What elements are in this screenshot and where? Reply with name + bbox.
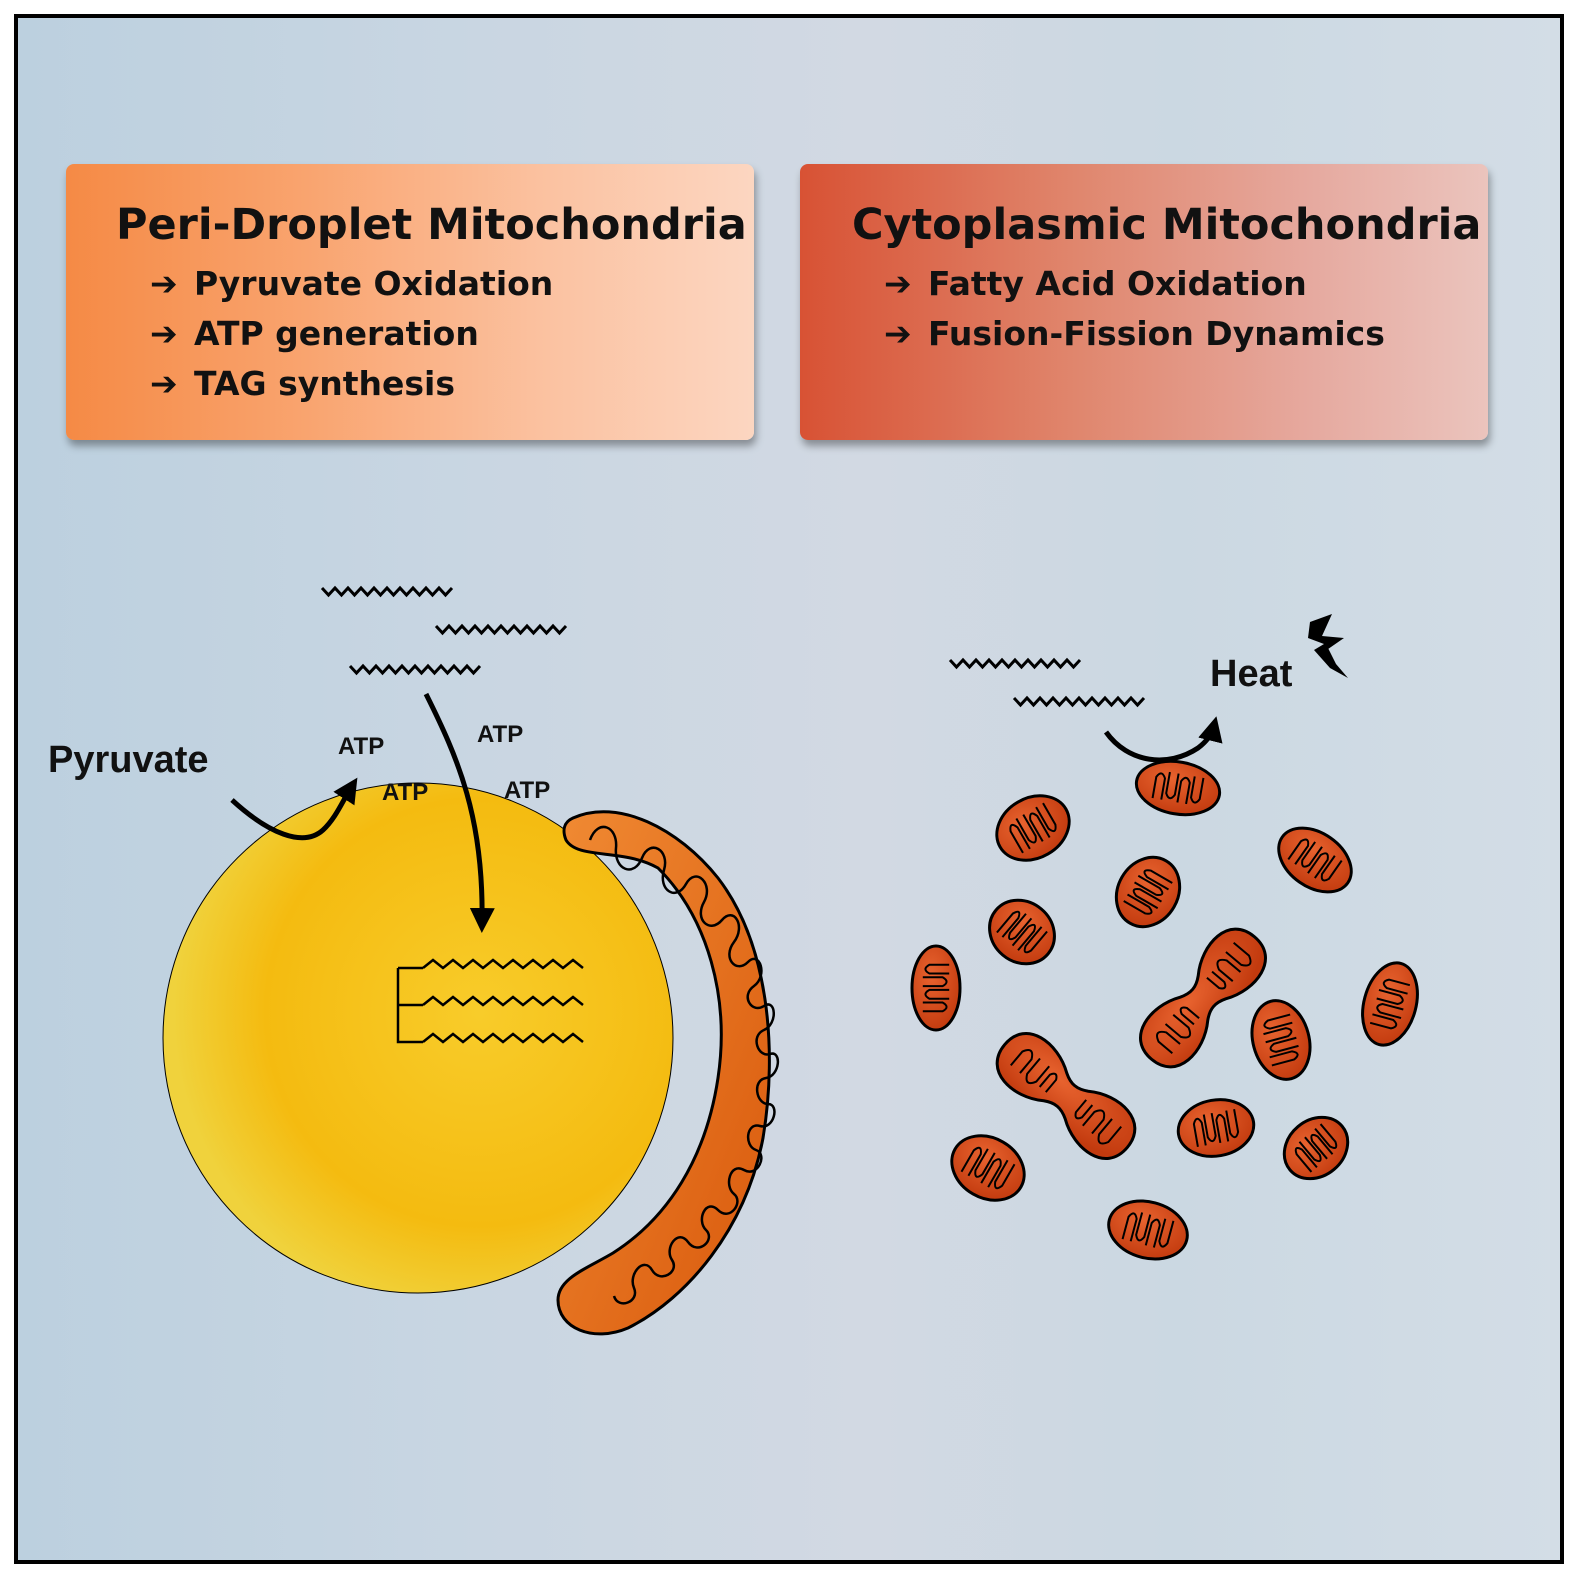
fatty-acid-chains [320, 585, 1146, 708]
bullet-tag-synthesis: ➔TAG synthesis [150, 364, 455, 403]
cytoplasmic-panel: Cytoplasmic Mitochondria ➔Fatty Acid Oxi… [800, 164, 1488, 440]
peri-droplet-panel: Peri-Droplet Mitochondria ➔Pyruvate Oxid… [66, 164, 754, 440]
arrow-right-icon: ➔ [884, 314, 912, 353]
peri-droplet-mitochondrion-right [556, 810, 779, 1336]
dividing-mitochondrion [995, 1032, 1137, 1160]
bullet-pyruvate-oxidation: ➔Pyruvate Oxidation [150, 264, 554, 303]
mitochondria-diagram: Pyruvate ATP ATP ATP ATP Heat [48, 585, 1419, 1336]
fatty-acid-chain [948, 657, 1082, 670]
cytoplasmic-mitochondrion [1282, 1115, 1350, 1181]
bullet-fusion-fission: ➔Fusion-Fission Dynamics [884, 314, 1385, 353]
tag-molecule [396, 958, 584, 1044]
cytoplasmic-mitochondrion [910, 944, 962, 1032]
cytoplasmic-mitochondrion [1134, 759, 1222, 817]
cytoplasmic-mitochondrion [1361, 961, 1419, 1047]
cytoplasmic-mitochondrion [988, 898, 1056, 966]
arrow-right-icon: ➔ [150, 364, 178, 403]
atp-label-4: ATP [504, 777, 550, 804]
bullet-fatty-acid-oxidation: ➔Fatty Acid Oxidation [884, 264, 1307, 303]
cytoplasmic-mitochondrion [1250, 999, 1312, 1081]
arrow-right-icon: ➔ [884, 264, 912, 303]
cytoplasmic-mitochondrion [1176, 1098, 1256, 1158]
lipid-droplet [162, 782, 674, 1294]
cytoplasmic-mitochondrion [1114, 855, 1182, 929]
fatty-acid-chain [348, 663, 482, 676]
cytoplasmic-mitochondrion [995, 794, 1071, 862]
atp-label-2: ATP [382, 779, 428, 806]
dividing-mitochondrion [1139, 927, 1267, 1069]
figure-frame: Peri-Droplet Mitochondria ➔Pyruvate Oxid… [14, 14, 1564, 1564]
heat-arrow [1103, 716, 1223, 763]
fatty-acid-chain [1012, 695, 1146, 708]
atp-label-3: ATP [477, 721, 523, 748]
fatty-acid-chain [320, 585, 454, 598]
heat-label: Heat [1210, 653, 1293, 695]
cytoplasmic-mitochondrion [950, 1134, 1026, 1202]
fatty-acid-uptake-arrow [423, 692, 495, 933]
cytoplasmic-mitochondrion [1107, 1199, 1189, 1261]
atp-label-1: ATP [338, 733, 384, 760]
peri-droplet-title: Peri-Droplet Mitochondria [116, 200, 747, 250]
pyruvate-arrow [230, 777, 358, 841]
lightning-icon [1308, 614, 1348, 678]
cytoplasmic-title: Cytoplasmic Mitochondria [852, 200, 1482, 250]
arrow-right-icon: ➔ [150, 264, 178, 303]
fatty-acid-chain [434, 623, 568, 636]
arrow-right-icon: ➔ [150, 314, 178, 353]
cytoplasmic-mitochondria [910, 759, 1419, 1261]
pyruvate-label: Pyruvate [48, 739, 209, 781]
bullet-atp-generation: ➔ATP generation [150, 314, 479, 353]
cytoplasmic-mitochondrion [1277, 826, 1353, 894]
